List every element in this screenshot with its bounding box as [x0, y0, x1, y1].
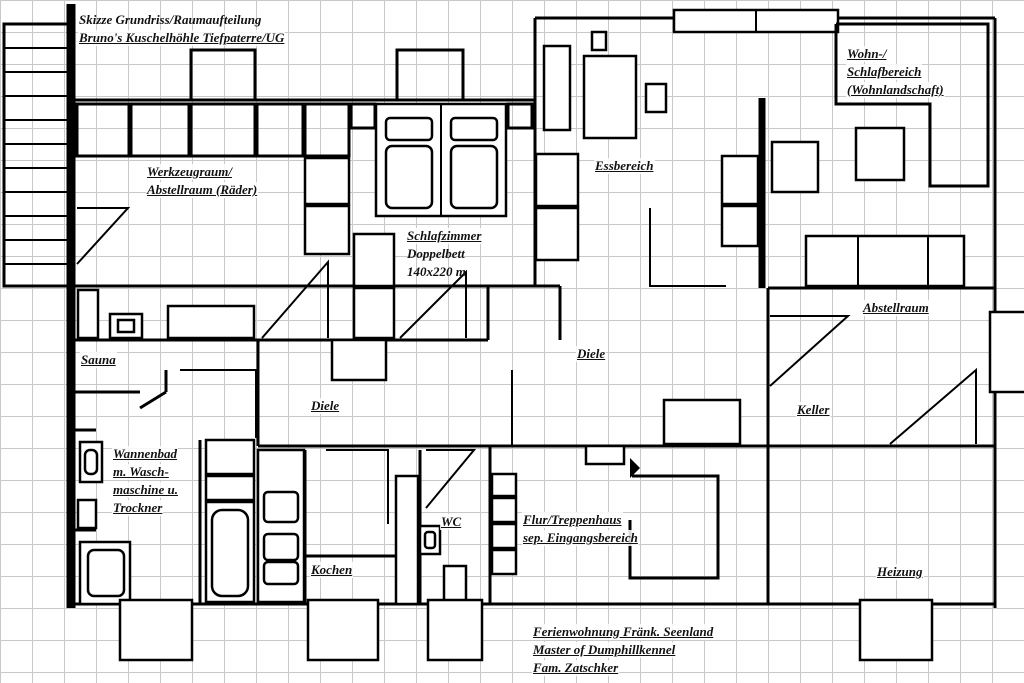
room-label-wannenbad-2: m. Wasch-	[112, 464, 170, 480]
room-label-wannenbad-3: maschine u.	[112, 482, 180, 498]
room-label-werkzeugraum-2: Abstellraum (Räder)	[146, 182, 259, 198]
room-label-sauna: Sauna	[80, 352, 117, 368]
room-label-wohnbereich: Wohn-/	[846, 46, 888, 62]
door-swings	[76, 207, 977, 524]
room-label-wannenbad: Wannenbad	[112, 446, 179, 462]
room-label-wc: WC	[440, 514, 463, 530]
room-label-abstellraum: Abstellraum	[862, 300, 930, 316]
staircase	[2, 22, 70, 288]
room-label-flur: Flur/Treppenhaus	[522, 512, 623, 528]
plan-subtitle: Bruno's Kuschelhöhle Tiefpaterre/UG	[78, 30, 286, 46]
room-label-kochen: Kochen	[310, 562, 354, 578]
footer-line-2: Master of Dumphillkennel	[532, 642, 677, 658]
footer-line-1: Ferienwohnung Fränk. Seenland	[532, 624, 715, 640]
room-label-wohnbereich-2: Schlafbereich	[846, 64, 923, 80]
plan-title: Skizze Grundriss/Raumaufteilung	[79, 12, 262, 27]
room-label-werkzeugraum: Werkzeugraum/	[146, 164, 233, 180]
furniture	[76, 8, 1024, 662]
room-label-flur-2: sep. Eingangsbereich	[522, 530, 639, 546]
room-label-diele-center: Diele	[576, 346, 607, 362]
room-label-schlafzimmer-3: 140x220 m	[407, 264, 466, 279]
room-label-schlafzimmer: Schlafzimmer	[406, 228, 483, 244]
room-label-diele-left: Diele	[310, 398, 341, 414]
room-label-keller: Keller	[796, 402, 831, 418]
room-label-wannenbad-4: Trockner	[112, 500, 164, 516]
room-label-wohnbereich-3: (Wohnlandschaft)	[846, 82, 945, 98]
footer-line-3: Fam. Zatschker	[532, 660, 620, 676]
room-label-heizung: Heizung	[876, 564, 924, 580]
room-label-essbereich: Essbereich	[594, 158, 655, 174]
room-label-schlafzimmer-2: Doppelbett	[407, 246, 465, 261]
